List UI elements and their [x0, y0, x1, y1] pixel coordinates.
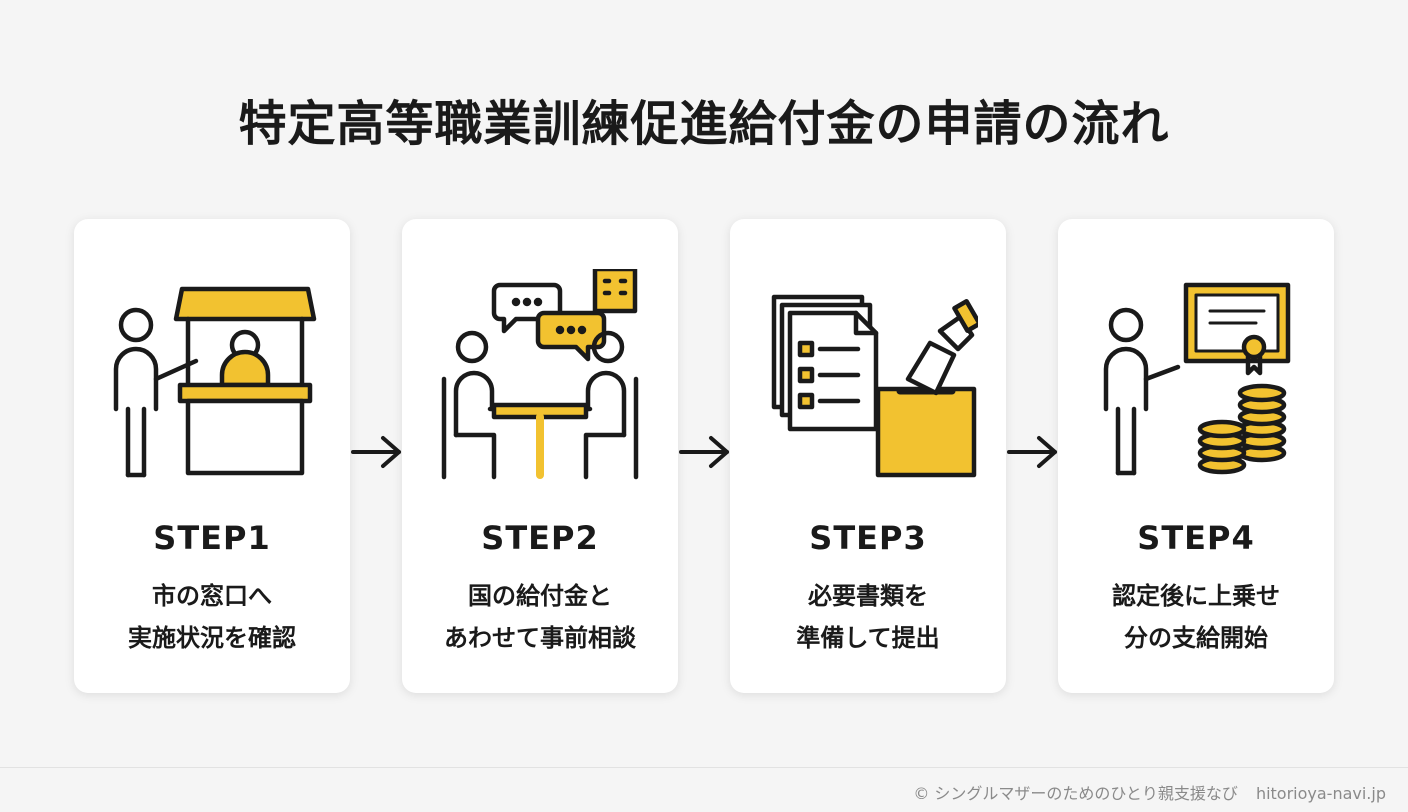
footer-divider	[0, 767, 1408, 768]
step-description-line: 必要書類を	[808, 582, 928, 610]
benefit-payment-icon	[1103, 282, 1291, 476]
step-description: 認定後に上乗せ 分の支給開始	[1058, 575, 1334, 659]
step-description-line: 国の給付金と	[468, 582, 612, 610]
step-card-2: STEP2 国の給付金と あわせて事前相談	[402, 219, 678, 693]
step-description-line: 認定後に上乗せ	[1112, 582, 1280, 610]
step-description: 市の窓口へ 実施状況を確認	[74, 575, 350, 659]
step-label: STEP1	[153, 519, 271, 557]
document-submission-icon	[771, 294, 978, 478]
step-card-1: STEP1 市の窓口へ 実施状況を確認	[74, 219, 350, 693]
step-description: 国の給付金と あわせて事前相談	[402, 575, 678, 659]
city-counter-icon	[113, 286, 317, 478]
step-description-line: 市の窓口へ	[152, 582, 272, 610]
arrow-right-icon	[1007, 436, 1057, 468]
copyright-text: © シングルマザーのためのひとり親支援なび	[913, 784, 1238, 803]
step-card-3: STEP3 必要書類を 準備して提出	[730, 219, 1006, 693]
page-title: 特定高等職業訓練促進給付金の申請の流れ	[238, 96, 1170, 152]
step-description-line: 準備して提出	[796, 624, 940, 652]
step-label: STEP3	[809, 519, 927, 557]
step-card-4: STEP4 認定後に上乗せ 分の支給開始	[1058, 219, 1334, 693]
arrow-right-icon	[679, 436, 729, 468]
step-description: 必要書類を 準備して提出	[730, 575, 1006, 659]
step-description-line: 実施状況を確認	[128, 624, 296, 652]
site-name: hitorioya-navi.jp	[1255, 784, 1386, 803]
step-description-line: あわせて事前相談	[444, 624, 636, 652]
credit: © シングルマザーのためのひとり親支援なび hitorioya-navi.jp	[913, 780, 1386, 804]
step-label: STEP4	[1137, 519, 1255, 557]
arrow-right-icon	[351, 436, 401, 468]
step-label: STEP2	[481, 519, 599, 557]
consultation-icon	[441, 269, 639, 480]
step-description-line: 分の支給開始	[1124, 624, 1268, 652]
